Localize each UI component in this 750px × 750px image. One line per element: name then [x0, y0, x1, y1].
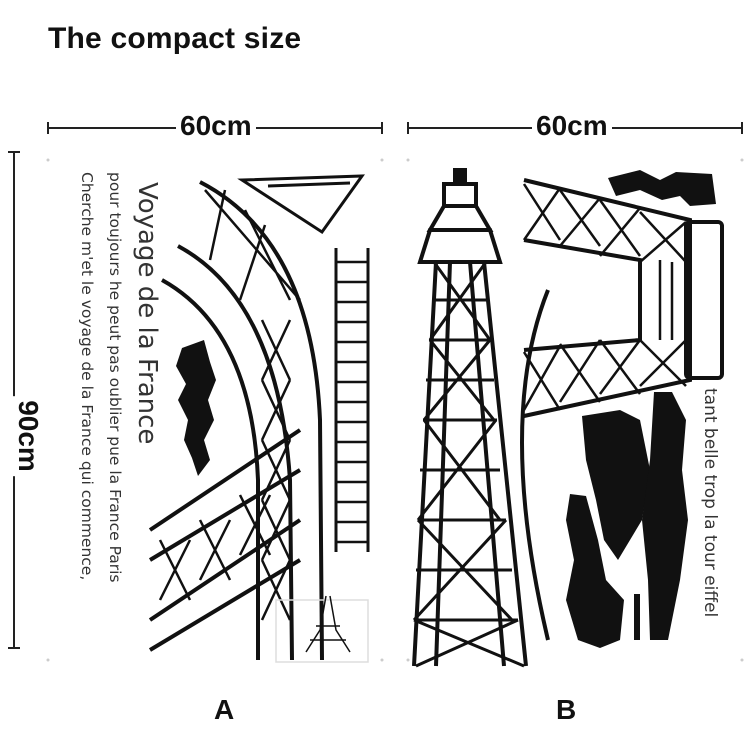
tower-arm-b — [522, 178, 724, 418]
curved-line — [520, 289, 550, 641]
page-title: The compact size — [48, 22, 302, 55]
cloud-silhouettes-b — [566, 170, 716, 648]
ladder-strip — [334, 248, 370, 552]
panel-label-b: B — [556, 694, 577, 725]
width-label-b: 60cm — [532, 110, 612, 142]
width-label-a: 60cm — [176, 110, 256, 142]
mini-tower-preview — [275, 595, 369, 663]
eiffel-tower — [412, 168, 528, 668]
pennant-shape — [237, 174, 365, 235]
cloud-silhouette-a — [176, 340, 216, 476]
panel-label-a: A — [214, 694, 235, 725]
sticker-text-line-4: tant belle trop la tour eiffel — [700, 388, 720, 618]
